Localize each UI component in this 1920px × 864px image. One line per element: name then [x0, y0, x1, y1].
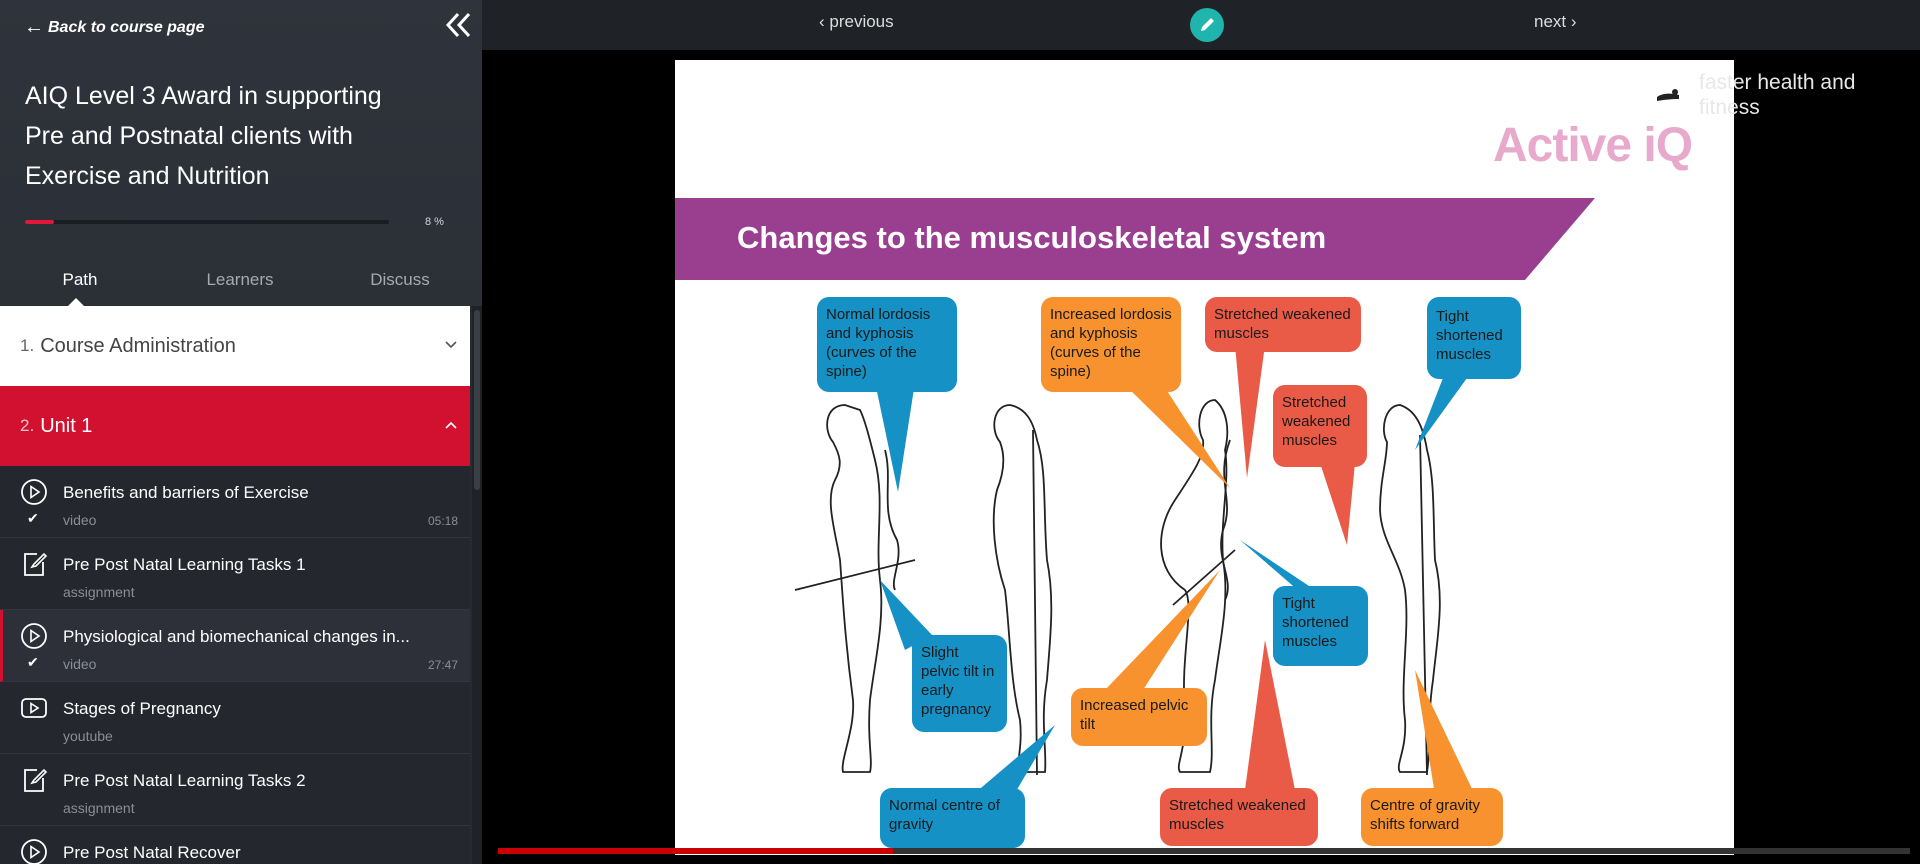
bubble-stretched-muscles-top: Stretched weakened muscles	[1205, 297, 1361, 352]
chevron-up-icon	[445, 421, 457, 429]
slide-title-banner	[675, 198, 1595, 280]
tab-learners[interactable]: Learners	[206, 270, 274, 289]
collapse-sidebar-icon[interactable]	[444, 10, 474, 40]
play-circle-icon	[21, 479, 47, 505]
channel-name[interactable]: faster health and fitness	[1699, 71, 1856, 119]
section-label: Course Administration	[40, 334, 236, 357]
lesson-completed-check: ✔	[27, 654, 39, 670]
lesson-item[interactable]: Pre Post Natal Recover	[0, 826, 470, 864]
bubble-tight-muscles-mid: Tight shortened muscles	[1273, 586, 1368, 666]
bubble-tight-muscles-top: Tight shortened muscles	[1427, 297, 1521, 379]
posture-figures-illustration	[794, 345, 1480, 810]
lesson-title: Pre Post Natal Recover	[63, 843, 241, 862]
chevron-down-icon	[445, 341, 457, 349]
course-progress-fill	[25, 220, 55, 224]
lesson-type: youtube	[63, 728, 113, 744]
lesson-title: Pre Post Natal Learning Tasks 2	[63, 771, 306, 790]
lesson-title: Physiological and biomechanical changes …	[63, 627, 410, 646]
play-circle-icon	[21, 839, 47, 864]
video-progress-fill	[498, 848, 894, 854]
bubble-gravity-shifts-forward: Centre of gravity shifts forward	[1361, 788, 1503, 846]
bubble-normal-lordosis: Normal lordosis and kyphosis (curves of …	[817, 297, 957, 392]
active-iq-logo: Active iQ	[1493, 119, 1693, 172]
lesson-duration: 27:47	[428, 658, 459, 672]
lesson-item[interactable]: Stages of Pregnancy youtube	[0, 682, 470, 754]
bubble-increased-lordosis: Increased lordosis and kyphosis (curves …	[1041, 297, 1181, 392]
section-number: 1.	[20, 336, 35, 355]
pencil-icon	[1201, 18, 1214, 31]
previous-lesson-link[interactable]: ‹ previous	[819, 12, 894, 31]
course-sidebar: ← Back to course page AIQ Level 3 Award …	[0, 0, 482, 864]
lesson-type: video	[63, 512, 97, 528]
section-number: 2.	[20, 416, 35, 435]
lesson-duration: 05:18	[428, 514, 459, 528]
lesson-item-current[interactable]: Physiological and biomechanical changes …	[0, 610, 470, 682]
lesson-title: Pre Post Natal Learning Tasks 1	[63, 555, 306, 574]
play-circle-icon	[21, 623, 47, 649]
next-lesson-link[interactable]: next ›	[1534, 12, 1577, 31]
section-label: Unit 1	[40, 414, 93, 437]
back-to-course-link[interactable]: ← Back to course page	[24, 16, 205, 39]
section-course-administration[interactable]: 1. Course Administration	[0, 306, 470, 386]
arrow-left-icon: ←	[24, 16, 44, 38]
lesson-type: assignment	[63, 584, 135, 600]
lesson-title: Benefits and barriers of Exercise	[63, 483, 309, 502]
lesson-item[interactable]: Benefits and barriers of Exercise ✔ vide…	[0, 466, 470, 538]
course-progress-text: 8 %	[425, 216, 444, 228]
scrollbar-thumb[interactable]	[474, 310, 480, 490]
sidebar-tabs: Path Learners Discuss	[0, 262, 482, 306]
bubble-slight-pelvic-tilt: Slight pelvic tilt in early pregnancy	[912, 635, 1007, 732]
slide-title: Changes to the musculoskeletal system	[737, 220, 1327, 255]
lesson-item[interactable]: Pre Post Natal Learning Tasks 1 assignme…	[0, 538, 470, 610]
lesson-list: Benefits and barriers of Exercise ✔ vide…	[0, 466, 470, 864]
tab-discuss[interactable]: Discuss	[370, 270, 430, 289]
bubble-normal-centre-gravity: Normal centre of gravity	[880, 788, 1025, 848]
channel-logo-icon	[1657, 89, 1679, 101]
sidebar-scrollbar[interactable]	[472, 306, 482, 864]
lesson-title: Stages of Pregnancy	[63, 699, 221, 718]
lesson-item[interactable]: Pre Post Natal Learning Tasks 2 assignme…	[0, 754, 470, 826]
edit-button[interactable]	[1190, 8, 1224, 42]
back-link-label: Back to course page	[48, 18, 205, 36]
bubble-stretched-muscles-bottom: Stretched weakened muscles	[1160, 788, 1318, 846]
section-unit-1[interactable]: 2. Unit 1	[0, 386, 470, 466]
lesson-completed-check: ✔	[27, 510, 39, 526]
video-player[interactable]: Active iQ Changes to the musculoskeletal…	[482, 50, 1920, 864]
lesson-type: assignment	[63, 800, 135, 816]
edit-square-icon	[24, 768, 48, 792]
tab-path[interactable]: Path	[0, 262, 160, 306]
video-progress-bar[interactable]	[498, 848, 1910, 854]
video-frame-slide: Active iQ Changes to the musculoskeletal…	[675, 60, 1734, 855]
channel-avatar[interactable]	[1645, 73, 1691, 119]
bubble-stretched-muscles-mid: Stretched weakened muscles	[1273, 385, 1367, 467]
play-rect-icon	[21, 698, 47, 718]
bubble-increased-pelvic-tilt: Increased pelvic tilt	[1071, 688, 1207, 746]
edit-square-icon	[24, 552, 48, 576]
lesson-type: video	[63, 656, 97, 672]
lesson-nav-bar: ‹ previous next ›	[482, 0, 1920, 50]
course-title: AIQ Level 3 Award in supporting Pre and …	[25, 82, 382, 190]
sidebar-header: ← Back to course page AIQ Level 3 Award …	[0, 0, 482, 306]
course-progress-bar	[25, 220, 389, 224]
